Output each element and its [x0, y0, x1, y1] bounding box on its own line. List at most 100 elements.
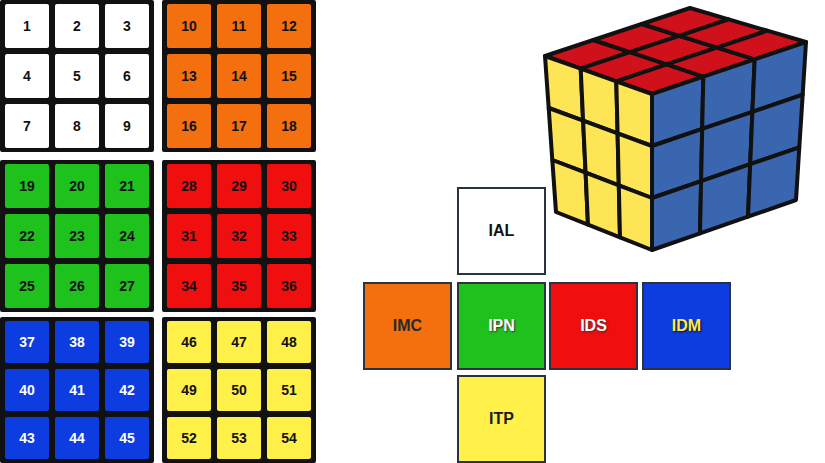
cell-number: 13	[181, 68, 197, 84]
cell-number: 43	[19, 430, 35, 446]
cell-number: 54	[281, 430, 297, 446]
cell-number: 24	[119, 228, 135, 244]
sticker-cell: 2	[55, 4, 99, 48]
sticker-cell: 22	[5, 214, 49, 258]
cell-number: 17	[231, 118, 247, 134]
face-name: IPN	[488, 317, 515, 335]
cell-number: 16	[181, 118, 197, 134]
cell-number: 29	[231, 178, 247, 194]
sticker-cell: 14	[217, 54, 261, 98]
sticker-cell: 3	[105, 4, 149, 48]
cell-number: 5	[73, 68, 81, 84]
cell-number: 23	[69, 228, 85, 244]
cell-number: 34	[181, 278, 197, 294]
cell-number: 42	[119, 382, 135, 398]
cell-number: 48	[281, 334, 297, 350]
cell-number: 41	[69, 382, 85, 398]
face-label-box: IDS	[549, 282, 638, 370]
sticker-cell: 15	[267, 54, 311, 98]
cell-number: 10	[181, 18, 197, 34]
face-name: IMC	[393, 317, 422, 335]
sticker-cell: 44	[55, 417, 99, 459]
cell-number: 7	[23, 118, 31, 134]
sticker-cell: 9	[105, 104, 149, 148]
cell-number: 33	[281, 228, 297, 244]
cell-number: 15	[281, 68, 297, 84]
cube-sticker	[652, 181, 701, 250]
sticker-cell: 6	[105, 54, 149, 98]
sticker-cell: 34	[167, 264, 211, 308]
cell-number: 12	[281, 18, 297, 34]
cell-number: 32	[231, 228, 247, 244]
sticker-cell: 52	[167, 417, 211, 459]
cell-number: 2	[73, 18, 81, 34]
cell-number: 36	[281, 278, 297, 294]
face-label-box: IMC	[363, 282, 452, 370]
sticker-cell: 48	[267, 321, 311, 363]
cell-number: 30	[281, 178, 297, 194]
cell-number: 20	[69, 178, 85, 194]
sticker-cell: 54	[267, 417, 311, 459]
sticker-cell: 29	[217, 164, 261, 208]
sticker-cell: 25	[5, 264, 49, 308]
cell-number: 26	[69, 278, 85, 294]
sticker-cell: 43	[5, 417, 49, 459]
cell-number: 37	[19, 334, 35, 350]
cube-sticker	[619, 185, 652, 250]
face-label-box: ITP	[457, 375, 546, 463]
cell-number: 40	[19, 382, 35, 398]
cell-number: 46	[181, 334, 197, 350]
face-name: IAL	[489, 222, 515, 240]
cell-number: 6	[123, 68, 131, 84]
sticker-cell: 33	[267, 214, 311, 258]
sticker-cell: 26	[55, 264, 99, 308]
sticker-cell: 1	[5, 4, 49, 48]
cell-number: 51	[281, 382, 297, 398]
sticker-cell: 10	[167, 4, 211, 48]
cube-sticker	[748, 147, 799, 216]
cell-number: 45	[119, 430, 135, 446]
cell-number: 14	[231, 68, 247, 84]
cell-number: 19	[19, 178, 35, 194]
cell-number: 52	[181, 430, 197, 446]
face-name: ITP	[489, 410, 514, 428]
cell-number: 18	[281, 118, 297, 134]
cell-number: 47	[231, 334, 247, 350]
sticker-cell: 20	[55, 164, 99, 208]
sticker-cell: 41	[55, 369, 99, 411]
cell-number: 49	[181, 382, 197, 398]
face-label-box: IAL	[457, 187, 546, 275]
sticker-cell: 47	[217, 321, 261, 363]
cube-sticker	[586, 173, 620, 238]
sticker-cell: 39	[105, 321, 149, 363]
face-name: IDM	[672, 317, 701, 335]
cube-sticker	[700, 164, 750, 233]
sticker-cell: 4	[5, 54, 49, 98]
cell-number: 38	[69, 334, 85, 350]
cell-number: 4	[23, 68, 31, 84]
sticker-cell: 49	[167, 369, 211, 411]
sticker-cell: 31	[167, 214, 211, 258]
sticker-cell: 24	[105, 214, 149, 258]
cell-number: 27	[119, 278, 135, 294]
cell-number: 9	[123, 118, 131, 134]
sticker-cell: 40	[5, 369, 49, 411]
cell-number: 1	[23, 18, 31, 34]
cell-number: 44	[69, 430, 85, 446]
sticker-cell: 30	[267, 164, 311, 208]
cell-number: 25	[19, 278, 35, 294]
cell-number: 11	[232, 18, 247, 34]
sticker-cell: 32	[217, 214, 261, 258]
sticker-cell: 7	[5, 104, 49, 148]
cell-number: 28	[181, 178, 197, 194]
sticker-cell: 37	[5, 321, 49, 363]
sticker-cell: 53	[217, 417, 261, 459]
face-label-box: IDM	[642, 282, 731, 370]
sticker-cell: 5	[55, 54, 99, 98]
sticker-cell: 45	[105, 417, 149, 459]
sticker-cell: 12	[267, 4, 311, 48]
cube-sticker	[552, 160, 588, 225]
sticker-cell: 18	[267, 104, 311, 148]
sticker-cell: 11	[217, 4, 261, 48]
cell-number: 53	[231, 430, 247, 446]
